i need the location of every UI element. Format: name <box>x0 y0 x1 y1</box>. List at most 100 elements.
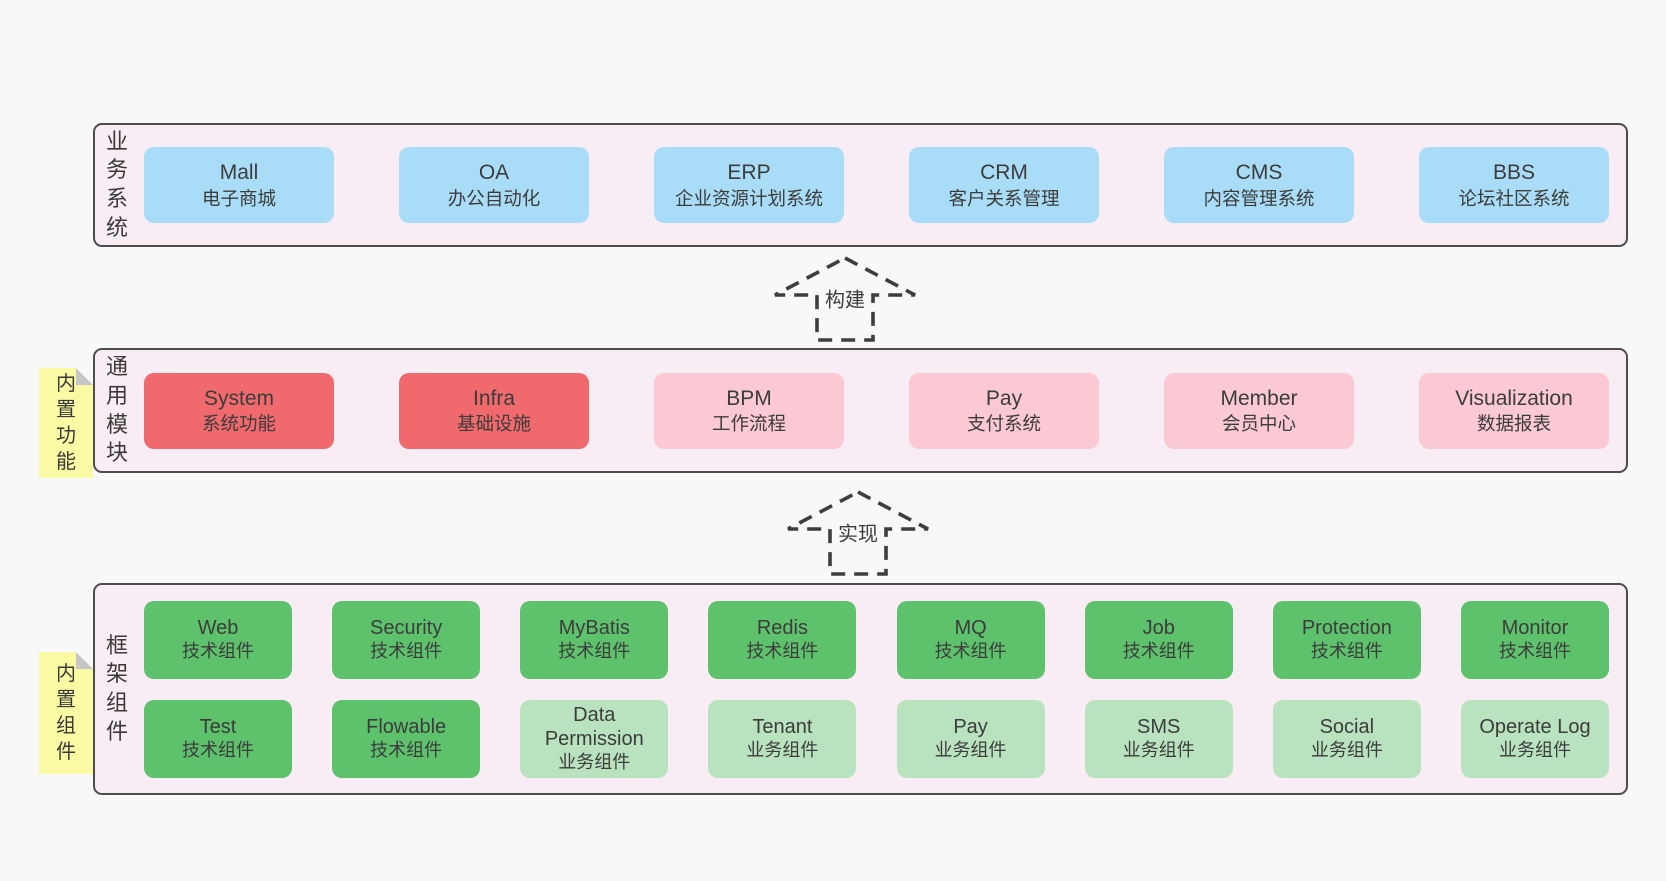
box-protection: Protection 技术组件 <box>1272 600 1421 679</box>
box-title: Data Permission <box>544 704 644 751</box>
box-data-permission: Data Permission 业务组件 <box>520 699 669 778</box>
box-security: Security 技术组件 <box>332 600 481 679</box>
box-cms: CMS 内容管理系统 <box>1164 147 1354 223</box>
box-title: Pay <box>985 386 1023 410</box>
box-title: Member <box>1220 386 1298 410</box>
box-title: Protection <box>1301 617 1392 640</box>
box-subtitle: 支付系统 <box>966 413 1041 435</box>
sticky-note-builtin-features: 内置功能 <box>39 368 93 478</box>
box-pay-system: Pay 支付系统 <box>909 372 1099 449</box>
sticky-note-builtin-components: 内置组件 <box>39 652 93 774</box>
box-subtitle: 技术组件 <box>558 641 631 662</box>
box-mall: Mall 电子商城 <box>144 147 334 223</box>
box-erp: ERP 企业资源计划系统 <box>654 147 844 223</box>
box-title: Test <box>199 716 237 739</box>
sticky-fold-corner <box>76 368 93 385</box>
box-title: Flowable <box>366 716 447 739</box>
box-infra: Infra 基础设施 <box>399 372 589 449</box>
box-crm: CRM 客户关系管理 <box>909 147 1099 223</box>
box-title: MyBatis <box>558 617 630 640</box>
layer-framework-components: 框架组件 Web 技术组件 Security 技术组件 MyBatis 技术组件… <box>93 583 1628 795</box>
box-title: CRM <box>980 161 1028 185</box>
box-subtitle: 技术组件 <box>746 641 819 662</box>
box-title: BBS <box>1492 161 1536 185</box>
box-subtitle: 企业资源计划系统 <box>674 187 823 209</box>
sticky-note-text: 内置功能 <box>56 373 76 473</box>
box-social: Social 业务组件 <box>1272 699 1421 778</box>
box-title: Monitor <box>1501 617 1569 640</box>
box-mq: MQ 技术组件 <box>896 600 1045 679</box>
layer-label-modules: 通用模块 <box>105 354 128 466</box>
box-subtitle: 内容管理系统 <box>1203 187 1315 209</box>
box-test: Test 技术组件 <box>144 699 292 778</box>
box-member: Member 会员中心 <box>1164 372 1354 449</box>
box-title: Social <box>1319 716 1375 739</box>
box-subtitle: 技术组件 <box>370 641 443 662</box>
box-subtitle: 技术组件 <box>934 641 1007 662</box>
box-subtitle: 技术组件 <box>1122 641 1195 662</box>
box-oa: OA 办公自动化 <box>399 147 589 223</box>
box-subtitle: 工作流程 <box>711 413 786 435</box>
box-subtitle: 办公自动化 <box>447 187 541 209</box>
box-monitor: Monitor 技术组件 <box>1460 600 1609 679</box>
build-arrow: 构建 <box>770 254 920 344</box>
layer-common-modules: 通用模块 System 系统功能 Infra 基础设施 BPM 工作流程 Pay… <box>93 348 1628 473</box>
box-title: SMS <box>1137 716 1181 739</box>
sticky-note-text: 内置组件 <box>56 663 76 763</box>
box-subtitle: 业务组件 <box>558 752 631 773</box>
box-mybatis: MyBatis 技术组件 <box>520 600 669 679</box>
box-title: ERP <box>727 161 771 185</box>
box-title: MQ <box>954 617 987 640</box>
box-title: Operate Log <box>1479 716 1591 739</box>
box-subtitle: 会员中心 <box>1221 413 1296 435</box>
box-title: OA <box>478 161 510 185</box>
box-title: Web <box>197 617 239 640</box>
components-rows: Web 技术组件 Security 技术组件 MyBatis 技术组件 Redi… <box>144 600 1626 778</box>
box-title: Infra <box>472 386 516 410</box>
box-title: BPM <box>726 386 772 410</box>
box-title: Visualization <box>1455 386 1573 410</box>
components-row-2: Test 技术组件 Flowable 技术组件 Data Permission … <box>144 699 1609 778</box>
box-pay-component: Pay 业务组件 <box>896 699 1045 778</box>
box-web: Web 技术组件 <box>144 600 292 679</box>
box-subtitle: 业务组件 <box>746 740 819 761</box>
box-subtitle: 客户关系管理 <box>948 187 1060 209</box>
box-system: System 系统功能 <box>144 372 334 449</box>
box-subtitle: 论坛社区系统 <box>1458 187 1570 209</box>
box-visualization: Visualization 数据报表 <box>1419 372 1609 449</box>
box-title: Mall <box>219 161 259 185</box>
up-arrow-dashed-icon <box>774 255 916 342</box>
box-subtitle: 业务组件 <box>1498 740 1571 761</box>
layer-label-business: 业务系统 <box>105 128 128 240</box>
implement-arrow-label: 实现 <box>834 516 882 548</box>
box-redis: Redis 技术组件 <box>708 600 857 679</box>
box-title: Job <box>1142 617 1175 640</box>
box-title: Security <box>370 617 443 640</box>
sticky-fold-corner <box>76 652 93 669</box>
box-title: System <box>203 386 274 410</box>
box-title: CMS <box>1235 161 1283 185</box>
box-subtitle: 电子商城 <box>201 187 276 209</box>
box-title: Pay <box>953 716 988 739</box>
box-subtitle: 业务组件 <box>934 740 1007 761</box>
components-row-1: Web 技术组件 Security 技术组件 MyBatis 技术组件 Redi… <box>144 600 1609 679</box>
implement-arrow: 实现 <box>783 488 933 578</box>
box-subtitle: 技术组件 <box>1498 641 1571 662</box>
layer-business-systems: 业务系统 Mall 电子商城 OA 办公自动化 ERP 企业资源计划系统 CRM… <box>93 123 1628 247</box>
box-operate-log: Operate Log 业务组件 <box>1460 699 1609 778</box>
box-subtitle: 技术组件 <box>370 740 443 761</box>
box-job: Job 技术组件 <box>1084 600 1233 679</box>
box-sms: SMS 业务组件 <box>1084 699 1233 778</box>
up-arrow-dashed-icon <box>787 489 929 576</box>
box-subtitle: 技术组件 <box>182 740 254 761</box>
box-bbs: BBS 论坛社区系统 <box>1419 147 1609 223</box>
modules-box-row: System 系统功能 Infra 基础设施 BPM 工作流程 Pay 支付系统… <box>144 372 1626 449</box>
build-arrow-label: 构建 <box>821 282 869 314</box>
box-subtitle: 系统功能 <box>201 413 276 435</box>
box-bpm: BPM 工作流程 <box>654 372 844 449</box>
box-subtitle: 技术组件 <box>182 641 254 662</box>
box-tenant: Tenant 业务组件 <box>708 699 857 778</box>
box-title: Redis <box>756 617 808 640</box>
business-box-row: Mall 电子商城 OA 办公自动化 ERP 企业资源计划系统 CRM 客户关系… <box>144 147 1626 223</box>
